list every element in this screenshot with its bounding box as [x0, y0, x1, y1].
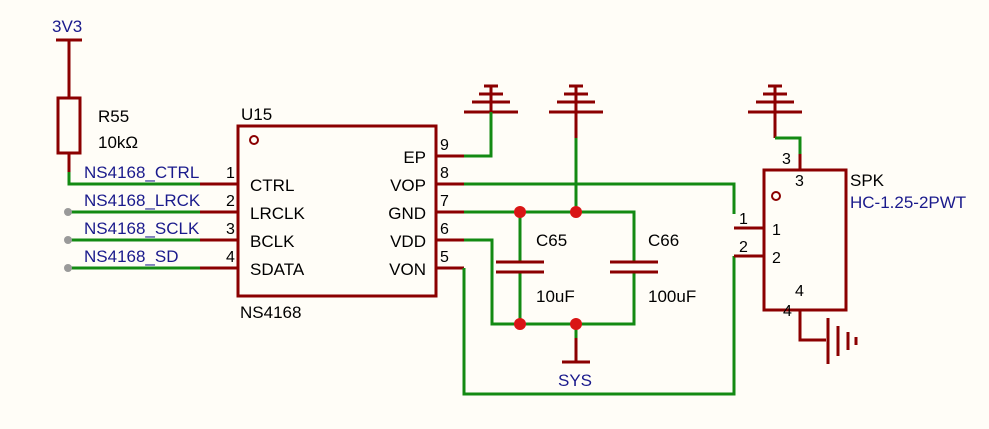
net-labels-left: NS4168_CTRL NS4168_LRCK NS4168_SCLK NS41… [84, 163, 201, 266]
junction-dot [514, 318, 526, 330]
net-label-sclk: NS4168_SCLK [84, 219, 200, 238]
connector-part: HC-1.25-2PWT [850, 193, 966, 212]
chip-pin-name-bclk: BCLK [250, 232, 295, 251]
resistor-r55-value: 10kΩ [98, 133, 138, 152]
connector-ref: SPK [850, 171, 885, 190]
chip-pin-num-8: 8 [440, 165, 449, 182]
wire-ep-gnd [464, 112, 493, 158]
chip-part: NS4168 [240, 303, 301, 322]
ground-symbol-gnd [549, 84, 603, 138]
wire-vop [464, 182, 736, 214]
chip-ref: U15 [241, 105, 272, 124]
net-endpoint-lrck [64, 208, 72, 216]
wire-von [462, 256, 736, 396]
capacitor-c65: C65 10uF [496, 231, 575, 306]
capacitor-c65-value: 10uF [536, 287, 575, 306]
chip-pin-num-7: 7 [440, 193, 449, 210]
power-3v3-label: 3V3 [52, 17, 82, 36]
junction-dot [570, 318, 582, 330]
chip-pin-name-von: VON [389, 260, 426, 279]
chip-u15: U15 NS4168 1 2 3 4 CTRL LRCLK BCLK SDATA… [200, 105, 464, 322]
resistor-r55-ref: R55 [98, 107, 129, 126]
net-wires-right [462, 112, 802, 396]
chip-body [236, 124, 438, 298]
power-3v3: 3V3 [52, 17, 82, 42]
net-label-ctrl: NS4168_CTRL [84, 163, 199, 182]
connector-pin-outer-2: 2 [739, 239, 748, 256]
junctions [514, 206, 582, 330]
wire-ctrl [67, 172, 200, 186]
connector-spk: SPK HC-1.25-2PWT 1 2 3 4 1 2 3 4 [734, 151, 966, 364]
connector-pin-inner-3: 3 [795, 173, 804, 190]
net-label-lrck: NS4168_LRCK [84, 191, 201, 210]
connector-pin-outer-3: 3 [782, 151, 791, 168]
chip-pin-num-9: 9 [440, 137, 449, 154]
chip-pin-num-5: 5 [440, 249, 449, 266]
connector-body [762, 168, 848, 312]
chip-pin-num-3: 3 [226, 221, 235, 238]
chip-pin-name-vdd: VDD [390, 232, 426, 251]
wire-vdd [464, 238, 636, 326]
capacitor-c66-ref: C66 [648, 231, 679, 250]
chip-pin-num-4: 4 [226, 249, 235, 266]
pin1-marker [249, 135, 259, 145]
chip-pin-name-sdata: SDATA [250, 260, 305, 279]
chip-pin-name-lrclk: LRCLK [250, 204, 305, 223]
chip-pin-name-vop: VOP [390, 176, 426, 195]
connector-pin-inner-1: 1 [772, 222, 781, 239]
ground-symbol-ep [464, 84, 518, 114]
connector-pin-outer-4: 4 [783, 303, 792, 320]
capacitor-c66-value: 100uF [648, 287, 696, 306]
wire-spk-gnd [775, 136, 802, 154]
connector-pin1-marker [771, 191, 781, 201]
net-endpoint-sclk [64, 236, 72, 244]
net-wires-left [64, 172, 200, 272]
chip-pin-name-ctrl: CTRL [250, 176, 294, 195]
resistor-r55: R55 10kΩ [56, 40, 138, 172]
junction-dot [570, 206, 582, 218]
capacitor-c66: C66 100uF [610, 231, 696, 306]
connector-pin-outer-1: 1 [739, 211, 748, 228]
chip-pin-name-gnd: GND [388, 204, 426, 223]
net-endpoint-sd [64, 264, 72, 272]
chip-pin-num-2: 2 [226, 193, 235, 210]
junction-dot [514, 206, 526, 218]
net-label-sd: NS4168_SD [84, 247, 179, 266]
capacitor-c65-ref: C65 [536, 231, 567, 250]
chip-pin-num-1: 1 [226, 165, 235, 182]
ground-symbol-spk [748, 84, 802, 138]
chip-pin-name-ep: EP [403, 148, 426, 167]
power-sys: SYS [558, 338, 592, 390]
connector-pin-inner-4: 4 [795, 283, 804, 300]
connector-pin-inner-2: 2 [772, 250, 781, 267]
chip-pin-num-6: 6 [440, 221, 449, 238]
power-sys-label: SYS [558, 371, 592, 390]
